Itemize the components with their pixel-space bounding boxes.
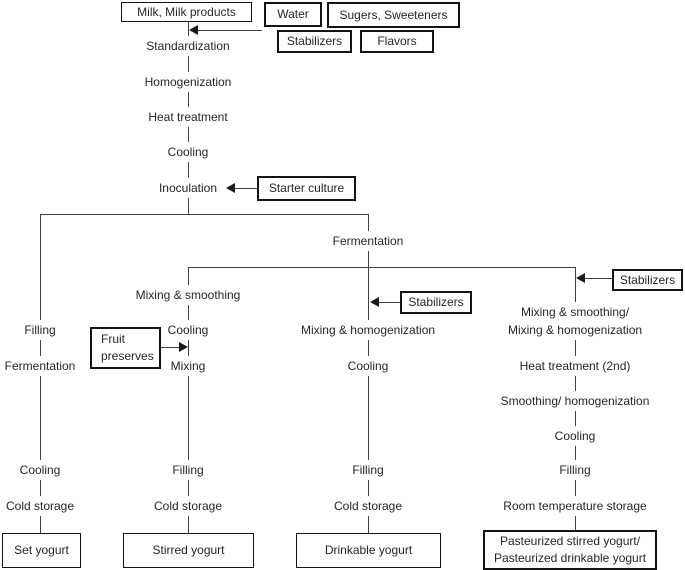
connector-split-2 xyxy=(188,267,576,268)
box-milk-products-label: Milk, Milk products xyxy=(137,4,236,19)
step-stirred-mixing: Mixing xyxy=(166,356,210,376)
step-pasteurized-smoothing-homogenization: Smoothing/ homogenization xyxy=(496,391,654,411)
box-milk-products: Milk, Milk products xyxy=(121,2,252,22)
step-set-fermentation: Fermentation xyxy=(0,356,80,376)
box-pasteurized-yogurt: Pasteurized stirred yogurt/Pasteurized d… xyxy=(483,530,657,570)
box-stirred-yogurt: Stirred yogurt xyxy=(123,533,254,568)
connector-starter-culture xyxy=(234,188,257,189)
box-set-yogurt-label: Set yogurt xyxy=(14,543,69,557)
step-drinkable-cold-storage: Cold storage xyxy=(329,496,407,516)
box-water: Water xyxy=(264,2,322,27)
connector-split-1 xyxy=(40,214,369,215)
connector-ingredients-feed xyxy=(196,30,262,31)
connector-stabilizers-right xyxy=(584,278,612,279)
step-cooling-main: Cooling xyxy=(163,142,213,162)
step-stirred-mixing-smoothing: Mixing & smoothing xyxy=(131,285,245,305)
box-starter-culture: Starter culture xyxy=(257,176,356,201)
step-stirred-cold-storage: Cold storage xyxy=(149,496,227,516)
step-stirred-filling: Filling xyxy=(168,460,208,480)
step-pasteurized-mixing: Mixing & smoothing/Mixing & homogenizati… xyxy=(503,302,647,340)
arrowhead-left-icon xyxy=(576,273,585,283)
box-stabilizers-top-label: Stabilizers xyxy=(286,34,343,48)
box-starter-culture-label: Starter culture xyxy=(268,181,345,195)
box-set-yogurt: Set yogurt xyxy=(2,533,81,568)
box-flavors: Flavors xyxy=(360,30,434,53)
step-drinkable-mixing-homogenization: Mixing & homogenization xyxy=(296,320,440,340)
arrowhead-left-icon xyxy=(370,297,379,307)
box-sugers-sweeteners: Sugers, Sweeteners xyxy=(327,2,460,28)
step-standardization: Standardization xyxy=(142,36,234,56)
box-stabilizers-top: Stabilizers xyxy=(277,30,352,53)
box-pasteurized-yogurt-label: Pasteurized stirred yogurt/Pasteurized d… xyxy=(493,534,647,565)
box-drinkable-yogurt-label: Drinkable yogurt xyxy=(324,543,413,557)
arrowhead-left-icon xyxy=(226,183,235,193)
box-stabilizers-mid: Stabilizers xyxy=(400,291,472,314)
step-set-cold-storage: Cold storage xyxy=(1,496,79,516)
box-stabilizers-right: Stabilizers xyxy=(612,269,683,291)
step-stirred-cooling: Cooling xyxy=(163,320,213,340)
step-homogenization: Homogenization xyxy=(140,72,236,92)
step-fermentation-shared: Fermentation xyxy=(328,231,408,251)
connector-fruit-preserves xyxy=(161,347,180,348)
box-water-label: Water xyxy=(277,7,309,21)
step-inoculation: Inoculation xyxy=(154,178,222,198)
step-drinkable-filling: Filling xyxy=(348,460,388,480)
arrowhead-right-icon xyxy=(179,342,188,352)
box-stirred-yogurt-label: Stirred yogurt xyxy=(152,543,225,557)
box-flavors-label: Flavors xyxy=(377,34,417,48)
step-drinkable-cooling: Cooling xyxy=(343,356,393,376)
step-pasteurized-heat-treatment-2nd: Heat treatment (2nd) xyxy=(515,356,635,376)
step-set-cooling: Cooling xyxy=(15,460,65,480)
connector-stabilizers-mid xyxy=(377,302,400,303)
arrowhead-left-icon xyxy=(189,25,198,35)
step-pasteurized-cooling: Cooling xyxy=(550,426,600,446)
step-set-filling: Filling xyxy=(20,320,60,340)
step-pasteurized-filling: Filling xyxy=(555,460,595,480)
step-heat-treatment: Heat treatment xyxy=(144,107,232,127)
box-stabilizers-mid-label: Stabilizers xyxy=(408,295,464,309)
box-sugers-sweeteners-label: Sugers, Sweeteners xyxy=(339,7,448,22)
box-stabilizers-right-label: Stabilizers xyxy=(619,272,676,287)
connector-stirred-branch xyxy=(188,267,189,533)
box-drinkable-yogurt: Drinkable yogurt xyxy=(296,533,441,568)
step-pasteurized-room-temp-storage: Room temperature storage xyxy=(499,496,651,516)
